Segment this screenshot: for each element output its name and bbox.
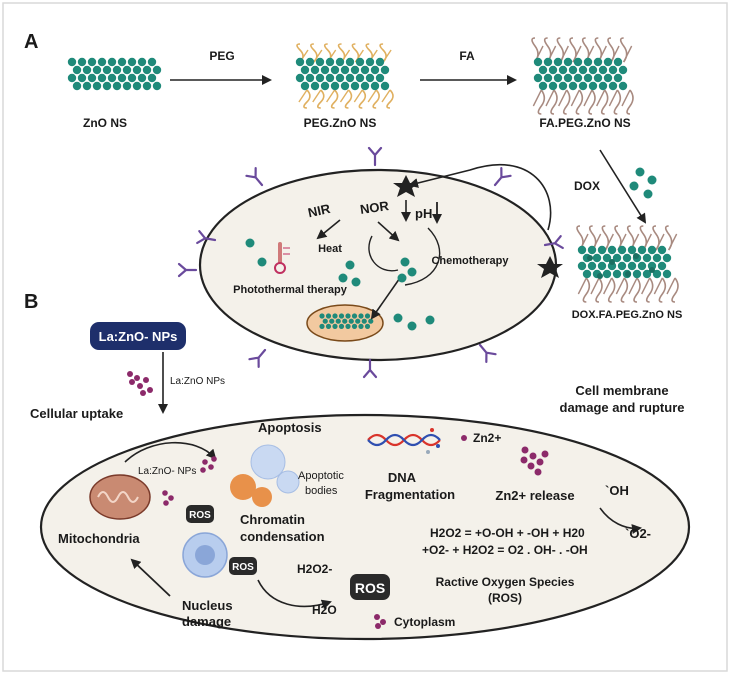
cell-b bbox=[39, 413, 691, 641]
nucleus-label-2: damage bbox=[182, 614, 231, 629]
membrane-label-1: Cell membrane bbox=[575, 383, 668, 398]
cellular-uptake-label: Cellular uptake bbox=[30, 406, 123, 421]
ros-badge-1 bbox=[186, 505, 214, 523]
cytoplasm-particles-icon bbox=[374, 614, 386, 629]
thermometer-icon bbox=[274, 242, 290, 274]
chromatin-label-2: condensation bbox=[240, 529, 325, 544]
zno-ns-label: ZnO NS bbox=[83, 116, 127, 130]
dox-star-icon bbox=[393, 175, 563, 278]
ros-badge-2-label: ROS bbox=[232, 562, 254, 573]
cytoplasm-label: Cytoplasm bbox=[394, 615, 455, 629]
panel-a-label: A bbox=[24, 31, 38, 53]
nucleus-label-1: Nucleus bbox=[182, 598, 233, 613]
zn2-release-label: Zn2+ release bbox=[495, 488, 574, 503]
panel-b-label: B bbox=[24, 291, 38, 313]
apoptotic-label-1: Apoptotic bbox=[298, 470, 344, 482]
dna-label-2: Fragmentation bbox=[365, 487, 455, 502]
mitochondria-icon bbox=[89, 474, 151, 520]
fa-peg-zno-ns-label: FA.PEG.ZnO NS bbox=[539, 116, 630, 130]
zn2-cluster-icon bbox=[520, 446, 549, 476]
h2o2-label: H2O2- bbox=[297, 562, 332, 576]
equation-2: +O2- + H2O2 = O2 . OH- . -OH bbox=[422, 543, 588, 557]
dna-icon bbox=[367, 428, 441, 454]
dox-fa-peg-zno-ns-label: DOX.FA.PEG.ZnO NS bbox=[572, 309, 683, 321]
peg-zno-ns-label: PEG.ZnO NS bbox=[304, 116, 377, 130]
arrow-peg-label: PEG bbox=[209, 49, 234, 63]
o2-label: `O2- bbox=[625, 526, 651, 541]
arrow-fa-label: FA bbox=[459, 49, 475, 63]
la-zno-particles-icon bbox=[127, 371, 153, 396]
arrow-nor bbox=[377, 221, 400, 242]
zno-ns-icon bbox=[67, 57, 162, 91]
la-zno-cluster-icon bbox=[162, 456, 217, 506]
la-zno-box-label: La:ZnO- NPs bbox=[99, 329, 178, 344]
ph-label: pH bbox=[415, 206, 432, 221]
ros-title-2: (ROS) bbox=[488, 591, 522, 605]
dox-fa-peg-zno-ns-icon bbox=[576, 225, 679, 303]
la-zno-box bbox=[90, 322, 186, 350]
arrow-oh-o2 bbox=[599, 507, 642, 535]
arrow-uptake bbox=[408, 164, 552, 231]
zn2-label: Zn2+ bbox=[473, 431, 501, 445]
fa-peg-zno-ns-icon bbox=[531, 37, 634, 115]
peg-zno-ns-icon bbox=[295, 43, 394, 109]
equation-1: H2O2 = +O-OH + -OH + H20 bbox=[430, 526, 585, 540]
ros-badge-3 bbox=[350, 574, 390, 600]
apoptotic-label-2: bodies bbox=[305, 485, 338, 497]
mitochondria-label: Mitochondria bbox=[58, 531, 140, 546]
arrow-nir bbox=[316, 219, 341, 240]
cell-a-particles-icon bbox=[245, 238, 435, 331]
la-zno-inside-label: La:ZnO- NPs bbox=[138, 466, 196, 477]
heat-label: Heat bbox=[318, 243, 342, 255]
apoptotic-bodies-icon bbox=[230, 444, 300, 507]
chromatin-label-1: Chromatin bbox=[240, 512, 305, 527]
dna-label-1: DNA bbox=[388, 470, 417, 485]
nor-label: NOR bbox=[359, 198, 390, 217]
endosome-curve-2 bbox=[404, 227, 441, 286]
arrow-to-mito bbox=[130, 558, 171, 597]
endosome-curve bbox=[368, 235, 399, 272]
ros-badge-1-label: ROS bbox=[189, 510, 211, 521]
la-zno-nps-label: La:ZnO NPs bbox=[170, 376, 225, 387]
chemotherapy-label: Chemotherapy bbox=[431, 255, 509, 267]
arrow-apoptosis bbox=[124, 441, 217, 463]
ros-badge-2 bbox=[229, 557, 257, 575]
dox-particles-icon bbox=[629, 167, 657, 199]
ros-title-1: Ractive Oxygen Species bbox=[436, 575, 575, 589]
nir-label: NIR bbox=[307, 201, 333, 220]
photothermal-label: Photothermal therapy bbox=[233, 284, 348, 296]
arrow-dox-label: DOX bbox=[574, 179, 600, 193]
nucleus-damage-icon bbox=[182, 532, 228, 578]
arrow-h2o bbox=[257, 579, 332, 610]
ros-badge-3-label: ROS bbox=[355, 580, 385, 596]
arrow-to-nucleus bbox=[370, 274, 403, 320]
zn2-dot-icon bbox=[461, 435, 467, 441]
arrow-dox bbox=[599, 149, 647, 224]
folate-receptors-icon bbox=[177, 146, 564, 379]
apoptosis-label: Apoptosis bbox=[258, 420, 322, 435]
h2o-label: H2O bbox=[312, 603, 337, 617]
oh-label: `OH bbox=[605, 483, 629, 498]
nucleus-nanosheet-icon bbox=[319, 313, 374, 329]
membrane-label-2: damage and rupture bbox=[560, 400, 685, 415]
